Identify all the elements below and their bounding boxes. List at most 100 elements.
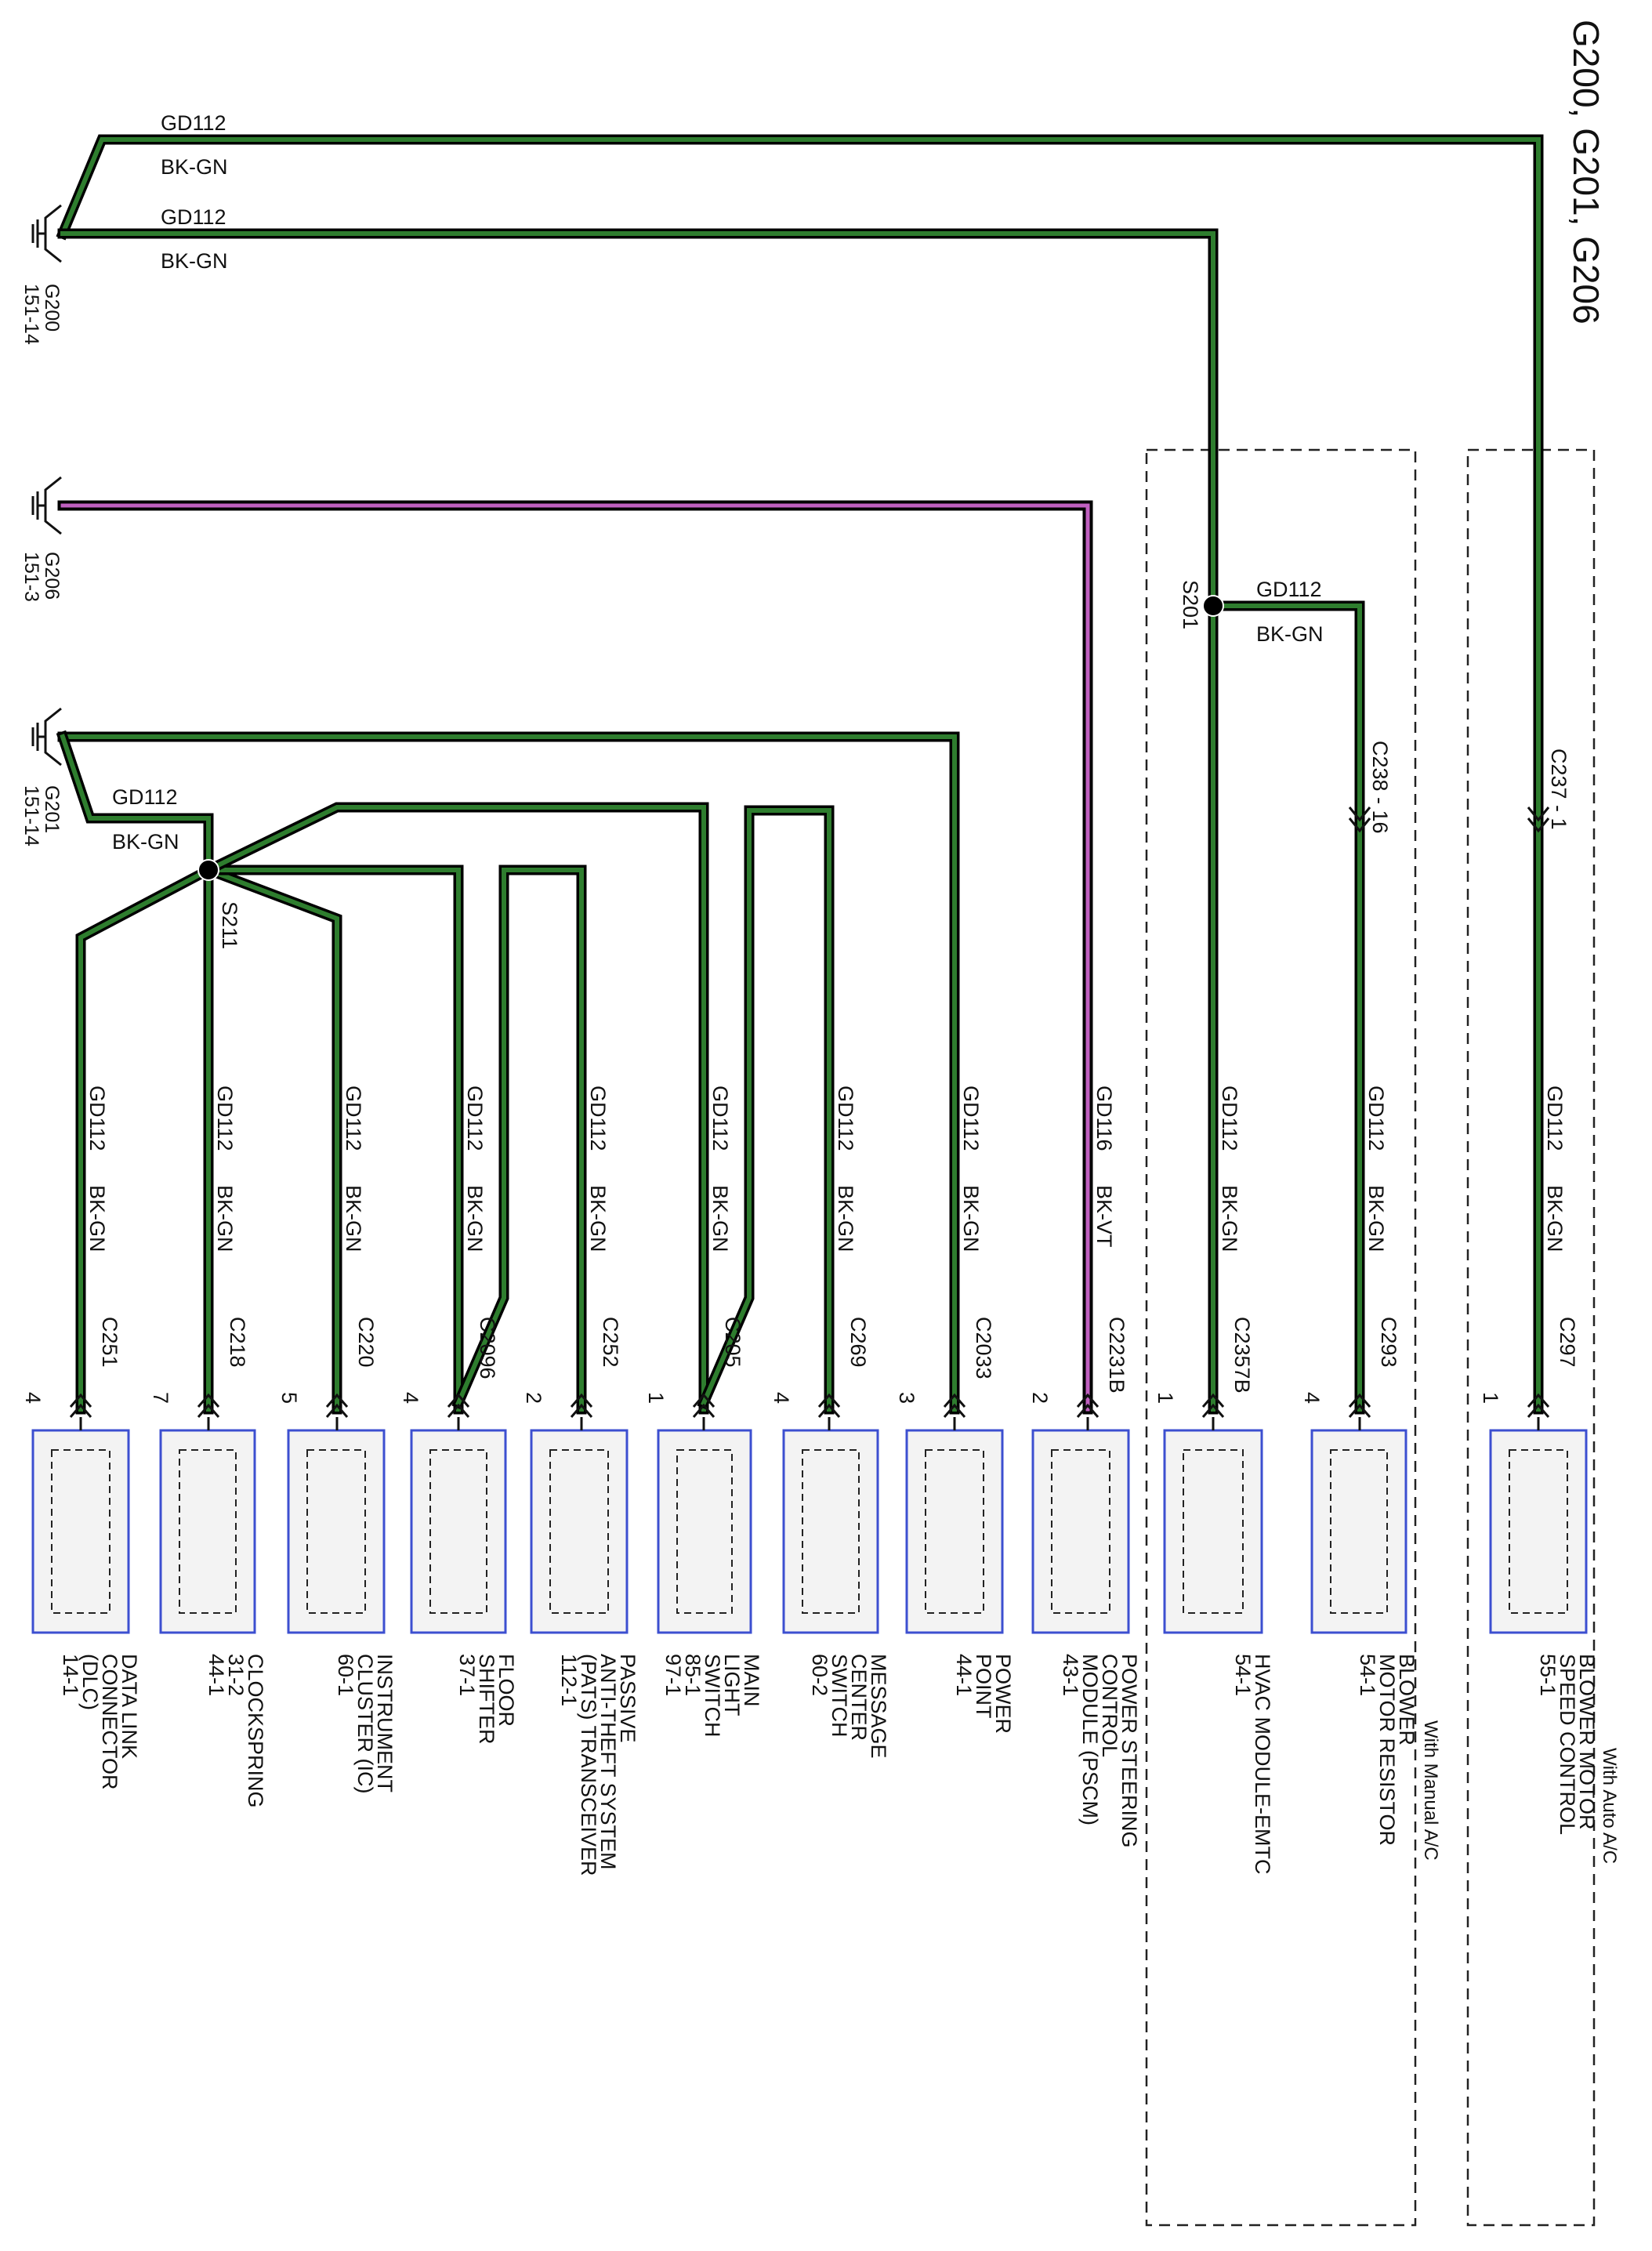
connector-c2096-icon (447, 1393, 470, 1408)
connector-label: C2096 (476, 1317, 499, 1379)
component-name-line: CONTROL (1098, 1654, 1121, 1757)
component-c293-box[interactable] (1310, 1429, 1407, 1634)
splice-s211-circuit: GD112 (112, 785, 178, 809)
component-name-line: 14-1 (59, 1654, 82, 1696)
connector-c297-icon (1527, 1393, 1550, 1408)
connector-c218-icon (197, 1393, 220, 1408)
component-c252-box[interactable] (530, 1429, 629, 1634)
wire-circuit-label: GD112 (586, 1086, 610, 1151)
top-wire-1-circuit: GD112 (161, 111, 226, 135)
ground-g206-label: G206 (41, 552, 63, 600)
wire-circuit-label: GD112 (463, 1086, 487, 1151)
wire-circuit-label: GD112 (1543, 1086, 1567, 1151)
component-name-line: MESSAGE (867, 1654, 890, 1759)
component-c251-box[interactable] (31, 1429, 130, 1634)
component-name-line: POINT (972, 1654, 995, 1719)
component-name-line: 43-1 (1059, 1654, 1082, 1696)
ground-g201-icon (31, 707, 62, 767)
pin-label: 3 (895, 1392, 918, 1404)
wire-circuit-label: GD112 (834, 1086, 857, 1151)
pin-label: 1 (1479, 1392, 1502, 1404)
inline-connector-c237-icon (1527, 807, 1550, 822)
component-name-line: CENTER (847, 1654, 871, 1741)
component-name-line: CLOCKSPRING (244, 1654, 267, 1808)
ground-g200-ref: 151-14 (20, 284, 42, 345)
component-name-line: MOTOR RESISTOR (1375, 1654, 1399, 1846)
connector-c269-icon (817, 1393, 841, 1408)
component-name-line: 85-1 (681, 1654, 705, 1696)
wire-circuit-label: GD112 (959, 1086, 983, 1151)
component-name-line: (DLC) (78, 1654, 102, 1710)
wire-color-label: BK-GN (708, 1185, 732, 1252)
ground-g201-ref: 151-14 (20, 785, 42, 846)
wire-circuit-label: GD112 (85, 1086, 109, 1151)
connector-c2357b-icon (1201, 1393, 1225, 1408)
component-name-line: DATA LINK (118, 1654, 141, 1759)
wire-color-label: BK-GN (1218, 1185, 1241, 1252)
component-name-line: INSTRUMENT (373, 1654, 397, 1792)
wire-circuit-label: GD112 (342, 1086, 365, 1151)
pin-label: 2 (522, 1392, 545, 1404)
component-name-line: SWITCH (701, 1654, 724, 1737)
component-c205-box[interactable] (657, 1429, 752, 1634)
splice-s211-color: BK-GN (112, 830, 179, 854)
component-c2357b-box[interactable] (1163, 1429, 1263, 1634)
component-name-line: 44-1 (952, 1654, 976, 1696)
component-name-line: SWITCH (828, 1654, 851, 1737)
wire-color-label: BK-GN (834, 1185, 857, 1252)
component-c2231b-box[interactable] (1031, 1429, 1130, 1634)
diagram-title: G200, G201, G206 (1566, 20, 1607, 324)
component-c269-box[interactable] (782, 1429, 879, 1634)
splice-s211-dot (197, 859, 219, 881)
wire-circuit-label: GD112 (1364, 1086, 1388, 1151)
top-wire-2-circuit: GD112 (161, 205, 226, 229)
wire-s201-c293 (1208, 600, 1365, 1415)
connector-c293-icon (1348, 1393, 1371, 1408)
wire-color-label: BK-GN (586, 1185, 610, 1252)
pin-label: 1 (644, 1392, 668, 1404)
component-name-line: 54-1 (1356, 1654, 1379, 1696)
component-name-line: MAIN (740, 1654, 763, 1707)
wire-circuit-label: GD112 (213, 1086, 237, 1151)
wire-color-label: BK-GN (959, 1185, 983, 1252)
component-name-line: CLUSTER (IC) (353, 1654, 377, 1794)
component-c297-box[interactable] (1489, 1429, 1588, 1634)
component-c218-box[interactable] (159, 1429, 256, 1634)
wire-circuit-label: GD116 (1092, 1086, 1116, 1151)
connector-label: C218 (226, 1317, 249, 1368)
wire-circuit-label: GD112 (1218, 1086, 1241, 1151)
component-name-line: BLOWER MOTOR (1575, 1654, 1599, 1830)
component-c2096-box[interactable] (410, 1429, 507, 1634)
option-label-manual-ac: With Manual A/C (1420, 1720, 1441, 1861)
splice-s201-circuit: GD112 (1256, 578, 1322, 601)
ground-g206-icon (31, 476, 62, 535)
connector-c205-icon (692, 1393, 716, 1408)
ground-g206-ref: 151-3 (20, 552, 42, 602)
ground-g201-label: G201 (41, 785, 63, 833)
option-label-auto-ac: With Auto A/C (1599, 1748, 1620, 1864)
component-name-line: SPEED CONTROL (1556, 1654, 1579, 1835)
connector-label: C220 (354, 1317, 378, 1368)
component-name-line: (PATS) TRANSCEIVER (577, 1654, 600, 1876)
pin-label: 4 (399, 1392, 422, 1404)
wire-color-label: BK-GN (213, 1185, 237, 1252)
connector-label: C2357B (1230, 1317, 1254, 1394)
splice-s201-label: S201 (1179, 580, 1202, 629)
connector-label: C2231B (1105, 1317, 1129, 1394)
wire-g206-pscm (57, 500, 1093, 1415)
splice-s201-color: BK-GN (1256, 622, 1324, 646)
component-name-line: 112-1 (557, 1654, 581, 1706)
component-c220-box[interactable] (287, 1429, 386, 1634)
component-name-line: 54-1 (1231, 1654, 1255, 1696)
pin-label: 4 (1300, 1392, 1324, 1404)
component-name-line: POWER STEERING (1118, 1654, 1141, 1848)
component-name-line: 37-1 (455, 1654, 479, 1696)
connector-label: C297 (1556, 1317, 1579, 1368)
option-box-manual-ac (1145, 448, 1417, 2227)
component-name-line: ANTI-THEFT SYSTEM (596, 1654, 620, 1870)
component-c2033-box[interactable] (905, 1429, 1004, 1634)
